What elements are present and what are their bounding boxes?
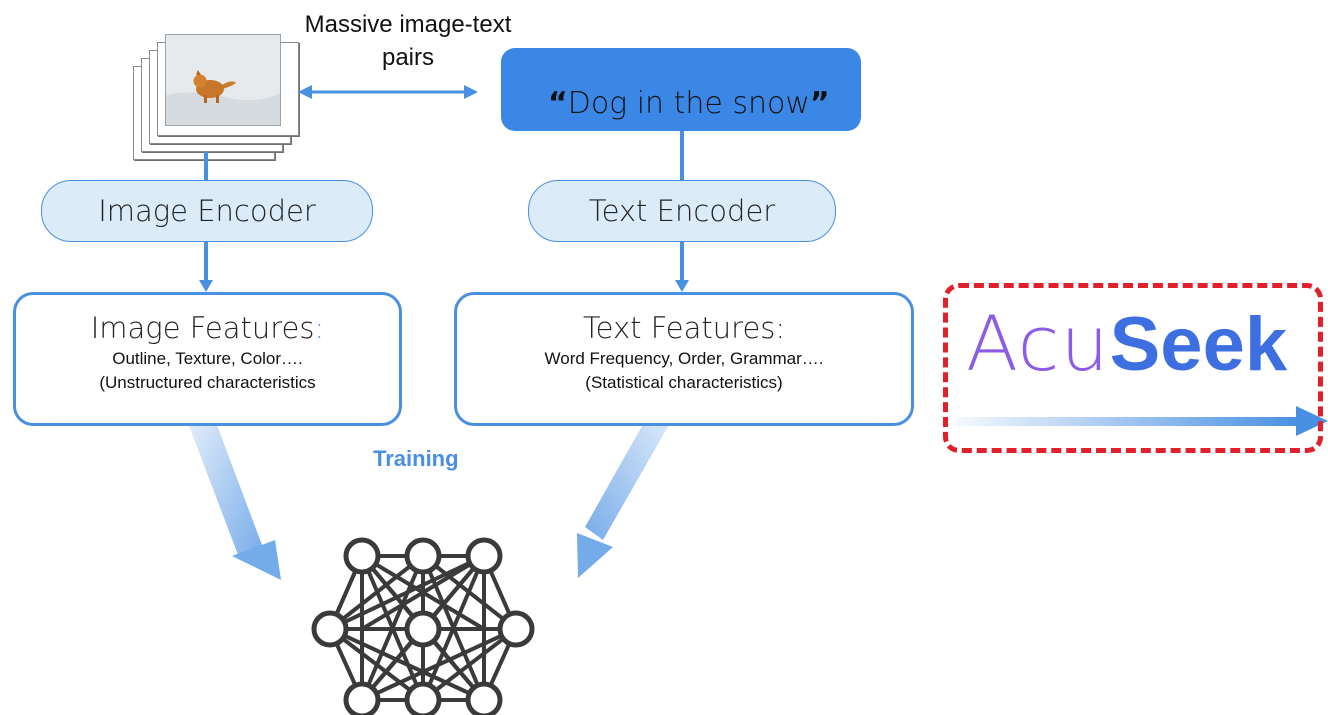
close-quote: ”	[809, 86, 830, 121]
text-features-title: Text Features:	[582, 311, 786, 345]
pairs-label: Massive image-text pairs	[304, 11, 512, 71]
logo-part-seek: Seek	[1109, 302, 1288, 387]
training-arrow-left	[180, 385, 281, 580]
image-features-line2: (Unstructured characteristics	[99, 373, 316, 392]
logo-frame	[943, 283, 1323, 453]
acuseek-logo: AcuSeek	[966, 296, 1287, 393]
image-features-title-text: Image Features	[90, 311, 315, 345]
image-features-colon: :	[314, 311, 325, 345]
image-features-line1: Outline, Texture, Color….	[112, 349, 303, 368]
neural-network-icon	[311, 537, 535, 715]
text-features-line2: (Statistical characteristics)	[585, 373, 783, 392]
text-features-line1: Word Frequency, Order, Grammar….	[544, 349, 824, 368]
open-quote: “	[548, 86, 568, 121]
text-sample-box	[501, 48, 861, 131]
image-encoder-arrow	[199, 240, 213, 292]
image-features-title: Image Features:	[16, 309, 399, 347]
double-arrow-icon	[298, 85, 478, 99]
logo-arrow-icon	[955, 406, 1328, 436]
text-encoder: Text Encoder	[528, 180, 836, 242]
text-features-box: Text Features: Word Frequency, Order, Gr…	[454, 292, 914, 426]
training-label: Training	[373, 446, 459, 471]
dog-icon	[166, 35, 280, 125]
text-sample: “Dog in the snow”	[548, 75, 848, 133]
image-encoder: Image Encoder	[41, 180, 373, 242]
text-encoder-arrow	[675, 240, 689, 292]
image-features-box: Image Features: Outline, Texture, Color……	[13, 292, 402, 426]
dog-in-snow-photo	[165, 34, 281, 126]
logo-part-acu: Acu	[966, 299, 1110, 388]
text-sample-body: Dog in the snow	[567, 86, 810, 121]
